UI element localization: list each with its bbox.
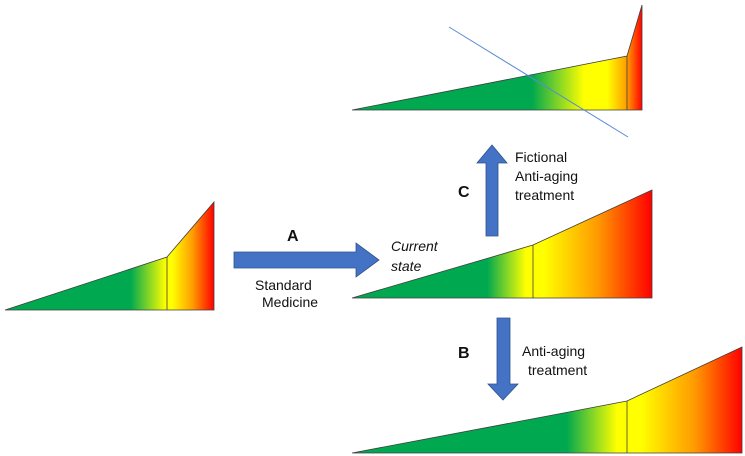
arrow-a-icon <box>233 242 380 278</box>
label-medicine: Medicine <box>262 294 318 310</box>
label-b: B <box>458 345 470 362</box>
label-state: state <box>391 258 422 274</box>
arrow-b-icon <box>487 317 519 401</box>
anti-aging-triangle <box>351 346 743 454</box>
label-fictional-treatment: treatment <box>515 187 574 203</box>
label-fictional-anti-aging: Anti-aging <box>515 168 578 184</box>
label-anti-aging: Anti-aging <box>522 343 585 359</box>
label-current: Current <box>391 238 439 254</box>
label-anti-aging-treatment: treatment <box>528 362 587 378</box>
fictional-treatment-triangle <box>351 4 643 111</box>
arrow-c-icon <box>476 144 508 237</box>
label-fictional: Fictional <box>515 149 567 165</box>
label-standard: Standard <box>255 277 312 293</box>
initial-state-triangle <box>4 200 215 311</box>
current-state-triangle <box>351 189 653 299</box>
crossing-line <box>448 26 629 138</box>
label-a: A <box>287 228 299 245</box>
label-c: C <box>458 184 470 201</box>
